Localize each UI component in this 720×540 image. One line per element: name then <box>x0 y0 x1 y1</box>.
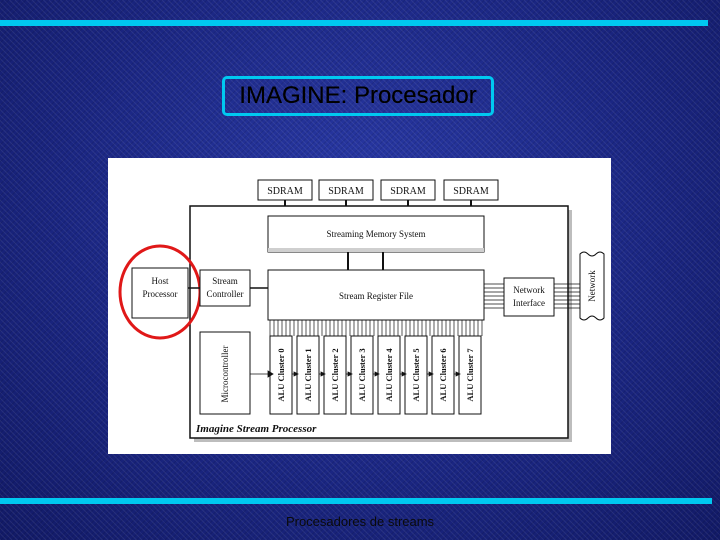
sdram-group: SDRAM SDRAM SDRAM SDRAM <box>257 179 499 216</box>
network-interface-line-1: Network <box>513 285 545 295</box>
srf-label: Stream Register File <box>339 291 413 301</box>
network-links <box>554 283 580 309</box>
streaming-memory-shade <box>268 248 484 252</box>
alu-cluster-label-0: ALU Cluster 0 <box>276 348 286 401</box>
network-box <box>579 251 605 321</box>
streaming-memory-label: Streaming Memory System <box>327 229 426 239</box>
sdram-label-0: SDRAM <box>267 186 303 197</box>
stream-controller-box <box>199 269 251 307</box>
alu-cluster-box-4 <box>377 335 401 415</box>
host-label-line-1: Host <box>151 276 169 286</box>
figure-caption: Imagine Stream Processor <box>195 423 317 435</box>
alu-cluster-box-5 <box>404 335 428 415</box>
network-interface-box <box>503 277 555 317</box>
microcontroller-box <box>199 331 251 415</box>
alu-cluster-box-6 <box>431 335 455 415</box>
slide-footer: Procesadores de streams <box>285 514 435 529</box>
alu-cluster-box-2 <box>323 335 347 415</box>
alu-cluster-label-1: ALU Cluster 1 <box>303 348 313 401</box>
alu-cluster-label-5: ALU Cluster 5 <box>411 348 421 401</box>
alu-cluster-box-1 <box>296 335 320 415</box>
srf-network-bus <box>484 283 504 309</box>
slide-title: IMAGINE: Procesador <box>239 82 477 109</box>
stream-controller-line-2: Controller <box>207 289 244 299</box>
host-label-line-2: Processor <box>143 289 178 299</box>
alu-cluster-group: ALU Cluster 0 ALU Cluster 1 ALU Cluster … <box>269 335 482 415</box>
srf-alu-bus <box>269 320 483 336</box>
srf-box <box>267 269 485 321</box>
bottom-accent-bar <box>0 498 712 504</box>
alu-cluster-label-2: ALU Cluster 2 <box>330 348 340 401</box>
alu-cluster-box-7 <box>458 335 482 415</box>
alu-cluster-label-4: ALU Cluster 4 <box>384 348 394 402</box>
alu-cluster-label-6: ALU Cluster 6 <box>438 348 448 401</box>
network-label: Network <box>587 270 597 302</box>
sdram-label-1: SDRAM <box>328 186 364 197</box>
architecture-figure: SDRAM SDRAM SDRAM SDRAM Streaming Memory… <box>108 158 611 454</box>
alu-cluster-label-7: ALU Cluster 7 <box>465 348 475 402</box>
microcontroller-label: Microcontroller <box>220 346 230 403</box>
alu-cluster-label-3: ALU Cluster 3 <box>357 348 367 401</box>
network-interface-line-2: Interface <box>513 298 545 308</box>
alu-cluster-box-3 <box>350 335 374 415</box>
stream-controller-line-1: Stream <box>212 276 238 286</box>
host-box <box>131 267 189 319</box>
sdram-label-3: SDRAM <box>453 186 489 197</box>
microcontroller-arrows <box>250 370 461 378</box>
sdram-label-2: SDRAM <box>390 186 426 197</box>
slide-title-box: IMAGINE: Procesador <box>222 76 494 116</box>
top-accent-bar <box>0 20 708 26</box>
imagine-diagram: SDRAM SDRAM SDRAM SDRAM Streaming Memory… <box>118 179 605 442</box>
